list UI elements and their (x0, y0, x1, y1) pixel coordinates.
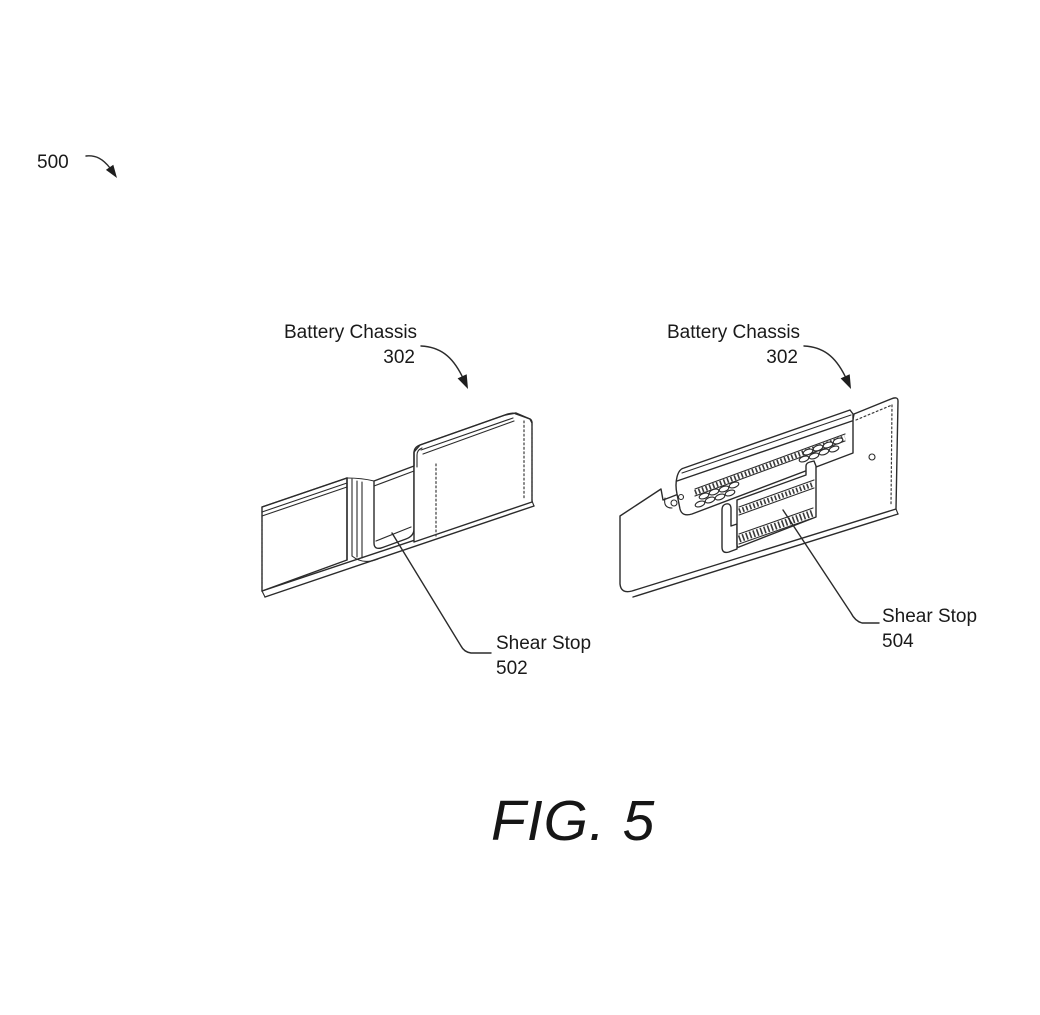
figure-ref-label: 500 (37, 152, 69, 173)
shear-stop-502-channel (373, 465, 415, 550)
figure-caption: FIG. 5 (491, 789, 656, 853)
leader-line-502 (391, 532, 492, 654)
battery-chassis-label-left: Battery Chassis 302 (284, 320, 417, 370)
right-chassis-drawing (619, 397, 899, 624)
battery-chassis-label-right: Battery Chassis 302 (667, 320, 800, 370)
callout-arrow-left-icon (420, 345, 468, 389)
left-chassis-right-panel (413, 412, 533, 543)
left-chassis-left-panel (261, 477, 348, 592)
figure-ref-arrow-icon (85, 155, 117, 178)
shear-stop-label-504: Shear Stop 504 (882, 604, 977, 654)
battery-chassis-ref-right: 302 (766, 347, 798, 368)
battery-chassis-name-right: Battery Chassis (667, 322, 801, 343)
battery-chassis-ref-left: 302 (383, 347, 415, 368)
shear-stop-ref-504: 504 (882, 631, 914, 652)
rail-weld-spots-left (694, 481, 740, 508)
shear-stop-label-502: Shear Stop 502 (496, 631, 591, 681)
left-chassis-fold-band (346, 477, 379, 562)
leader-line-504 (782, 509, 880, 624)
shear-stop-name-502: Shear Stop (496, 633, 592, 654)
battery-chassis-name-left: Battery Chassis (284, 322, 418, 343)
right-chassis-rail (675, 409, 854, 516)
shear-stop-name-504: Shear Stop (882, 606, 978, 627)
shear-stop-ref-502: 502 (496, 658, 528, 679)
callout-arrow-right-icon (803, 345, 851, 389)
rail-weld-spots-right (798, 437, 844, 463)
left-chassis-drawing (261, 412, 535, 654)
shear-stop-504-bracket (721, 460, 817, 554)
